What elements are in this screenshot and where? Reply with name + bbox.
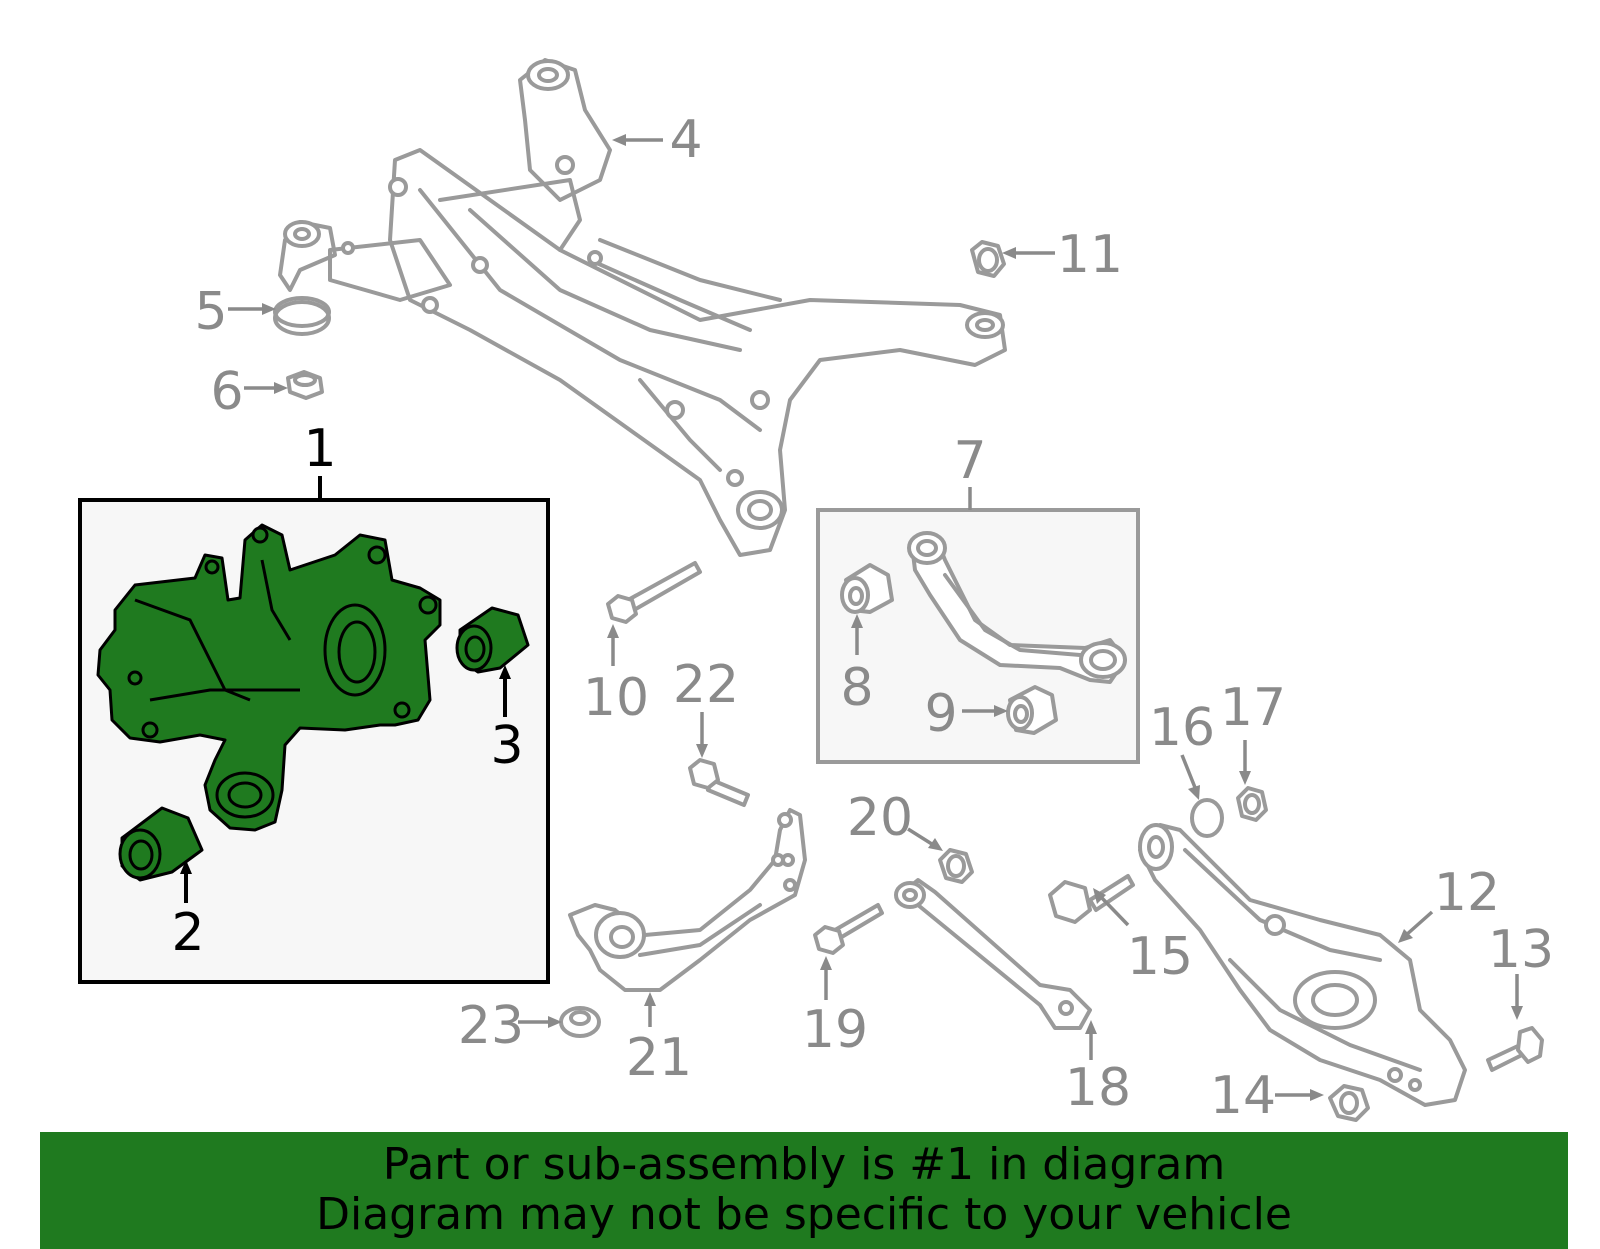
callout-2[interactable]: 2	[171, 903, 204, 963]
callout-11[interactable]: 11	[1057, 225, 1123, 285]
upper-arm-bushing-9[interactable]	[1006, 685, 1058, 735]
flange-nut-23[interactable]	[559, 1006, 601, 1038]
callout-16[interactable]: 16	[1149, 698, 1215, 758]
callout-4[interactable]: 4	[669, 110, 702, 170]
callout-15[interactable]: 15	[1127, 927, 1193, 987]
callout-18[interactable]: 18	[1065, 1058, 1131, 1118]
callout-22[interactable]: 22	[673, 655, 739, 715]
callout-20[interactable]: 20	[847, 788, 913, 848]
bolt-10[interactable]	[606, 561, 702, 624]
rear-knuckle[interactable]	[96, 523, 442, 832]
flange-nut-20[interactable]	[938, 848, 974, 884]
flange-nut-17[interactable]	[1236, 786, 1268, 822]
callout-8[interactable]: 8	[840, 658, 873, 718]
callout-23[interactable]: 23	[458, 996, 524, 1056]
flange-nut-11[interactable]	[970, 240, 1006, 278]
flange-nut-14[interactable]	[1328, 1084, 1370, 1122]
flange-nut-6[interactable]	[286, 370, 324, 400]
footer-note-assembly: Part or sub-assembly is #1 in diagram	[382, 1139, 1226, 1190]
trailing-arm[interactable]	[568, 808, 807, 992]
bolt-22[interactable]	[688, 758, 750, 807]
callout-21[interactable]: 21	[626, 1028, 692, 1088]
callout-12[interactable]: 12	[1434, 863, 1500, 923]
upper-control-arm[interactable]	[907, 531, 1127, 684]
bolt-13[interactable]	[1486, 1026, 1544, 1072]
callout-14[interactable]: 14	[1210, 1066, 1276, 1126]
callout-labels: 1 2 3 4 5 6 7 8 9 10 11 12 13 14 15 16 1…	[171, 110, 1554, 1126]
callout-1[interactable]: 1	[303, 419, 336, 479]
callout-7[interactable]: 7	[953, 431, 986, 491]
lateral-link[interactable]	[894, 878, 1092, 1030]
callout-17[interactable]: 17	[1220, 678, 1286, 738]
callout-9[interactable]: 9	[924, 684, 957, 744]
upper-arm-bushing-8[interactable]	[840, 563, 894, 614]
bolt-19[interactable]	[813, 903, 884, 955]
callout-6[interactable]: 6	[210, 362, 243, 422]
callout-10[interactable]: 10	[583, 668, 649, 728]
knuckle-bushing-upper[interactable]	[455, 606, 530, 674]
knuckle-bushing-lower[interactable]	[118, 806, 204, 882]
o-ring-16[interactable]	[1190, 798, 1224, 838]
callout-5[interactable]: 5	[194, 282, 227, 342]
callout-13[interactable]: 13	[1488, 920, 1554, 980]
subframe-crossmember[interactable]	[278, 58, 1007, 557]
bolt-15[interactable]	[1048, 874, 1135, 924]
footer-banner: Part or sub-assembly is #1 in diagram Di…	[40, 1132, 1568, 1249]
callout-19[interactable]: 19	[802, 1000, 868, 1060]
leader-lines	[180, 134, 1523, 1101]
callout-3[interactable]: 3	[490, 716, 523, 776]
footer-note-disclaimer: Diagram may not be specific to your vehi…	[316, 1189, 1292, 1240]
lower-control-arm[interactable]	[1138, 823, 1467, 1107]
subframe-washer[interactable]	[273, 296, 331, 336]
